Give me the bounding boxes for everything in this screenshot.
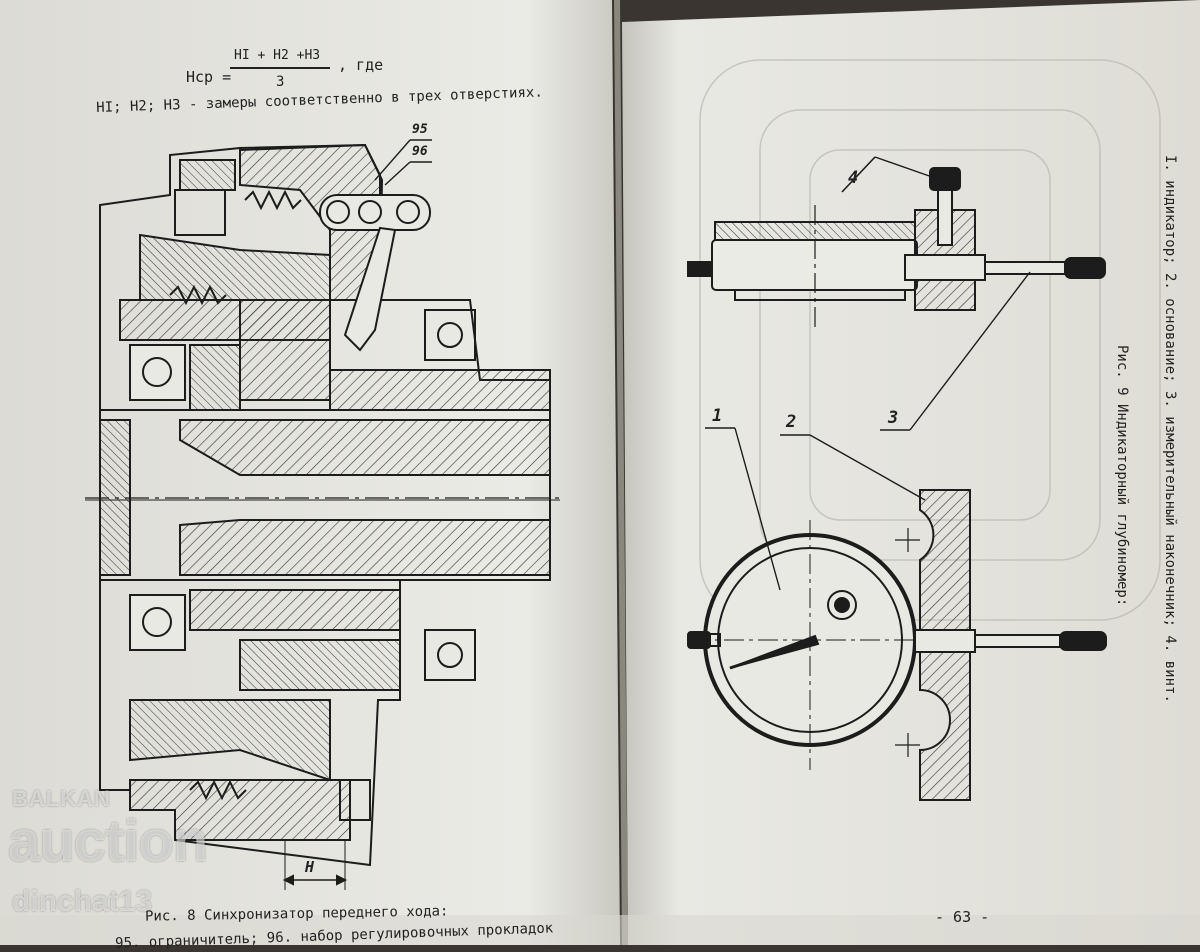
formula-numerator: HI + H2 +H3 bbox=[234, 48, 321, 63]
dimension-h: H bbox=[305, 858, 315, 876]
watermark-username: dinchat13 bbox=[12, 885, 153, 918]
callout-4: 4 bbox=[848, 168, 859, 188]
formula-lhs: Hср = bbox=[186, 68, 232, 86]
page-bottom-band bbox=[0, 915, 1200, 945]
formula-suffix: , где bbox=[338, 56, 384, 74]
watermark-auction: auction bbox=[8, 809, 208, 874]
callout-95: 95 bbox=[412, 122, 428, 137]
spine-gutter bbox=[614, 0, 628, 945]
depth-gauge-drawing bbox=[687, 59, 1161, 801]
callout-1: 1 bbox=[712, 406, 723, 426]
synchronizer-drawing bbox=[85, 139, 560, 890]
page-number: - 63 - bbox=[935, 908, 990, 926]
caption-fig9-legend: I. индикатор; 2. основание; 3. измерител… bbox=[1162, 155, 1178, 703]
formula-fraction-bar bbox=[230, 67, 330, 69]
watermark-balkan: BALKAN bbox=[12, 786, 111, 811]
callout-96: 96 bbox=[412, 144, 428, 159]
caption-fig9-title: Рис. 9 Индикаторный глубиномер: bbox=[1114, 345, 1130, 607]
formula-denominator: 3 bbox=[276, 74, 285, 90]
callout-2: 2 bbox=[786, 412, 797, 432]
callout-3: 3 bbox=[888, 408, 899, 428]
